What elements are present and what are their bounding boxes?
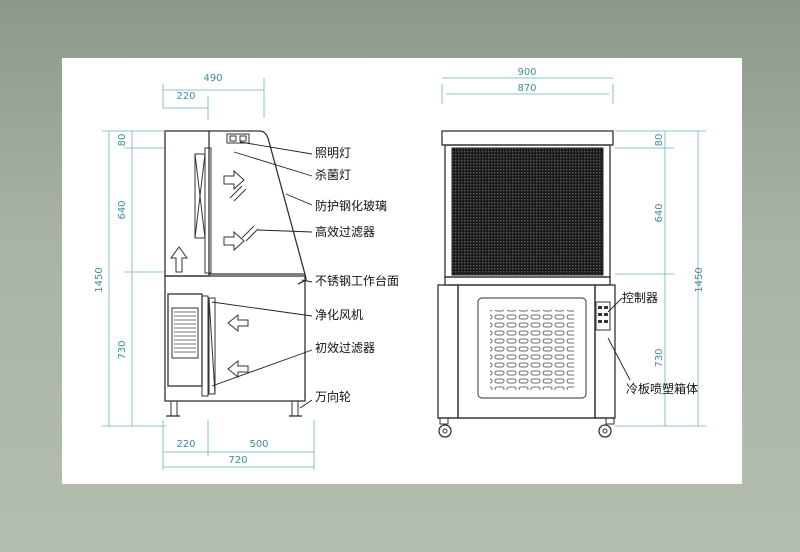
label-steel-worktop: 不锈钢工作台面 <box>315 273 399 288</box>
controller-panel <box>595 301 611 331</box>
hepa-mesh-panel <box>451 147 604 276</box>
front-view: 900 870 80 640 1450 730 <box>437 67 706 438</box>
label-caster: 万向轮 <box>315 389 351 404</box>
caster-left <box>438 424 452 438</box>
dim-top-870: 870 <box>517 83 536 94</box>
dim-left-640: 640 <box>117 200 128 219</box>
caster-right <box>598 424 612 438</box>
dim-left-80: 80 <box>117 134 128 147</box>
dim-top-220: 220 <box>176 91 195 102</box>
dim-left-730: 730 <box>117 340 128 359</box>
dim-right-1450: 1450 <box>694 267 705 292</box>
dim-top-900: 900 <box>517 67 536 78</box>
dim-top-490: 490 <box>203 73 222 84</box>
technical-drawing: 490 220 80 640 1450 730 220 500 720 <box>94 67 706 470</box>
dim-right-80: 80 <box>654 134 665 147</box>
label-purification-fan: 净化风机 <box>315 308 363 322</box>
dim-bottom-720: 720 <box>228 455 247 466</box>
label-sterilizing-lamp: 杀菌灯 <box>315 167 351 182</box>
dim-bottom-500: 500 <box>249 439 268 450</box>
drawing-frame: 490 220 80 640 1450 730 220 500 720 <box>62 58 742 484</box>
side-view: 490 220 80 640 1450 730 220 500 720 <box>94 73 399 470</box>
dim-bottom-220: 220 <box>176 439 195 450</box>
dim-left-1450: 1450 <box>94 267 105 292</box>
label-powder-coated-cabinet: 冷板喷塑箱体 <box>626 381 698 396</box>
label-tempered-glass: 防护钢化玻璃 <box>315 198 387 213</box>
label-primary-filter: 初效过滤器 <box>315 340 375 355</box>
label-lighting-lamp: 照明灯 <box>315 146 351 160</box>
label-controller: 控制器 <box>622 291 658 305</box>
dim-right-640: 640 <box>654 203 665 222</box>
vent-grille <box>490 310 574 390</box>
label-hepa-filter: 高效过滤器 <box>315 224 375 239</box>
dim-right-730: 730 <box>654 348 665 367</box>
